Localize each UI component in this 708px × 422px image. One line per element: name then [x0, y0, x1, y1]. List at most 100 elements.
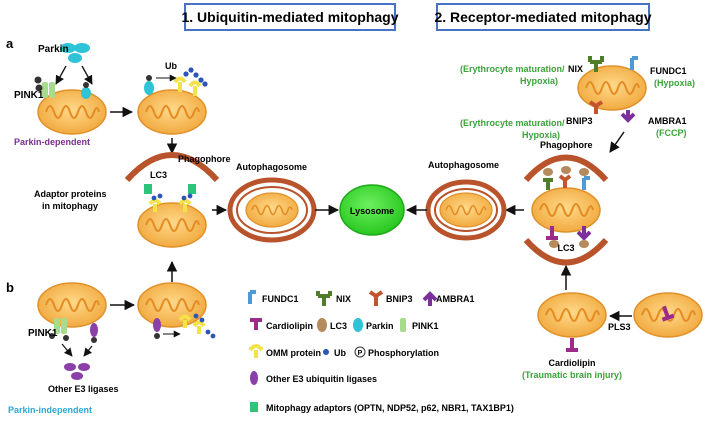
phagophore-arc	[124, 152, 220, 183]
legend-ub: Ub	[334, 348, 346, 358]
pink1-legend-icon	[400, 318, 406, 332]
panel-1-title: 1. Ubiquitin-mediated mitophagy	[181, 9, 398, 25]
lc3-r-label: LC3	[557, 243, 574, 253]
parkin-label: Parkin	[38, 44, 69, 55]
arrow	[81, 65, 93, 85]
parkin-independent-label: Parkin-independent	[8, 405, 92, 415]
e3-legend-icon	[250, 371, 258, 385]
cardiolipin-icon	[661, 305, 675, 322]
autophagosome-label: Autophagosome	[236, 162, 307, 172]
legend-nix: NIX	[336, 294, 351, 304]
phagophore-arc-top	[523, 154, 609, 183]
fundc1-label: FUNDC1	[650, 66, 687, 76]
adaptor-legend-icon	[250, 402, 258, 412]
nix-legend-icon	[316, 291, 332, 306]
legend: FUNDC1 NIX BNIP3 AMBRA1 Cardiolipin LC3 …	[248, 290, 514, 413]
mitochondrion-r2	[531, 187, 601, 233]
phospho-legend-icon	[354, 346, 366, 358]
pink1-dimer-icon	[42, 82, 55, 98]
mitochondrion-r1	[577, 65, 647, 111]
arrow	[83, 345, 93, 357]
parkin-trimer-icon	[60, 43, 90, 63]
pink1-label: PINK1	[14, 90, 44, 101]
receptor-cluster-icon	[543, 166, 590, 190]
ubiquitin-chain-icon	[193, 313, 216, 339]
adaptor-line2-label: in mitophagy	[42, 201, 98, 211]
mitochondrion-3	[137, 202, 207, 248]
bnip3-icon	[588, 100, 604, 114]
title-box	[436, 3, 650, 31]
parkin-icon	[144, 81, 154, 95]
pink1-b-label: PINK1	[28, 328, 58, 339]
bnip3-legend-icon	[368, 290, 384, 306]
phospho-icon	[34, 76, 43, 92]
mitochondrion-r3	[537, 292, 607, 338]
pink1-dimer-icon	[54, 318, 67, 334]
fundc1-condition: (Hypoxia)	[654, 78, 695, 88]
ambra1-label: AMBRA1	[648, 116, 687, 126]
cardiolipin-icon	[566, 338, 578, 352]
cardiolipin-condition: (Traumatic brain injury)	[522, 370, 622, 380]
cardiolipin-ambra1-cluster-icon	[546, 226, 592, 248]
bnip3-condition-line2: Hypoxia)	[522, 130, 560, 140]
phospho-icon	[146, 75, 152, 81]
e3-ligases-cluster-icon	[64, 363, 90, 380]
ubiquitin-chain-icon	[151, 193, 193, 201]
phospho-icon	[83, 82, 89, 88]
legend-parkin: Parkin	[366, 321, 394, 331]
phospho-icon	[63, 335, 69, 341]
phospho-legend-symbol: P	[358, 350, 363, 357]
nix-condition-line2: Hypoxia)	[520, 76, 558, 86]
legend-other-e3: Other E3 ubiquitin ligases	[266, 374, 377, 384]
ambra1-icon	[620, 110, 636, 123]
legend-phosphorylation: Phosphorylation	[368, 348, 439, 358]
bnip3-label: BNIP3	[566, 116, 593, 126]
mitochondrion-b2	[137, 282, 207, 328]
legend-omm: OMM protein	[266, 348, 321, 358]
ubiquitin-chain-icon	[183, 67, 208, 87]
phagophore-label: Phagophore	[178, 154, 231, 164]
nix-icon	[588, 56, 604, 72]
phospho-icon	[91, 337, 97, 343]
title-ubiquitin-box: 1. Ubiquitin-mediated mitophagy	[181, 3, 399, 31]
panel-letter-b: b	[6, 280, 14, 295]
panel-2-title: 2. Receptor-mediated mitophagy	[434, 9, 651, 25]
lysosome-label: Lysosome	[350, 206, 394, 216]
parkin-icon	[81, 87, 91, 99]
ub-label: Ub	[165, 61, 177, 71]
adaptor-icon	[144, 184, 152, 194]
autophagosome-left	[227, 177, 317, 243]
panel-letter-a: a	[6, 36, 14, 51]
lysosome	[339, 184, 405, 236]
legend-ambra1: AMBRA1	[436, 294, 475, 304]
arrow	[55, 65, 67, 85]
legend-cardiolipin: Cardiolipin	[266, 321, 313, 331]
ambra1-condition: (FCCP)	[656, 128, 687, 138]
adaptor-icon	[188, 184, 196, 194]
fundc1-icon	[630, 56, 638, 70]
phagophore-arc-bottom	[523, 237, 609, 266]
e3-ligase-icon	[153, 318, 161, 332]
parkin-legend-icon	[353, 318, 363, 332]
nix-condition-line1: (Erythrocyte maturation/	[460, 64, 565, 74]
mitochondrion-b1	[37, 282, 107, 328]
arrow	[61, 343, 73, 357]
legend-bnip3: BNIP3	[386, 294, 413, 304]
ambra1-legend-icon	[422, 291, 438, 306]
autophagosome-right	[425, 179, 507, 241]
legend-lc3: LC3	[330, 321, 347, 331]
arrow	[609, 131, 625, 153]
phagophore-r-label: Phagophore	[540, 140, 593, 150]
pls3-label: PLS3	[608, 322, 631, 332]
parkin-dependent-label: Parkin-dependent	[14, 137, 90, 147]
mitochondrion-1	[37, 89, 107, 135]
phospho-icon	[154, 333, 160, 339]
lc3-legend-icon	[317, 318, 327, 332]
nix-label: NIX	[568, 64, 583, 74]
title-receptor-box: 2. Receptor-mediated mitophagy	[434, 3, 652, 31]
legend-adaptors: Mitophagy adaptors (OPTN, NDP52, p62, NB…	[266, 403, 514, 413]
title-box	[184, 3, 396, 31]
fundc1-legend-icon	[248, 290, 256, 304]
lc3-label: LC3	[150, 170, 167, 180]
cardiolipin-legend-icon	[250, 318, 262, 330]
